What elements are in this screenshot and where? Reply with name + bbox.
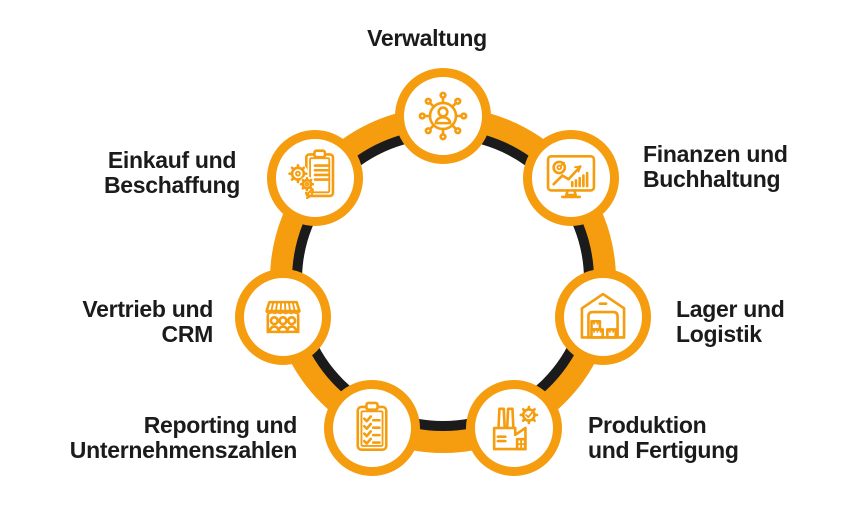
label-einkauf: Einkauf und Beschaffung <box>104 148 240 198</box>
label-line: Einkauf und <box>107 147 237 173</box>
node-finanzen <box>523 130 619 226</box>
label-line: Produktion <box>588 412 707 438</box>
label-lager: Lager und Logistik <box>676 296 785 347</box>
label-line: Beschaffung <box>104 172 240 198</box>
network-user-icon <box>418 91 468 141</box>
label-line: Finanzen und <box>643 141 788 167</box>
label-finanzen: Finanzen und Buchhaltung <box>643 142 788 192</box>
node-verwaltung <box>395 68 491 164</box>
label-vertrieb: Vertrieb und CRM <box>82 297 213 347</box>
node-vertrieb <box>235 269 331 365</box>
label-reporting: Reporting und Unternehmenszahlen <box>69 412 298 463</box>
label-line: Unternehmenszahlen <box>69 437 298 463</box>
label-produktion: Produktion und Fertigung <box>588 413 739 463</box>
label-line: CRM <box>161 321 214 347</box>
node-produktion <box>466 380 562 476</box>
clipboard-gears-icon <box>287 149 335 200</box>
label-line: Reporting und <box>143 412 298 438</box>
label-line: und Fertigung <box>588 437 739 463</box>
label-verwaltung: Verwaltung <box>367 26 487 51</box>
label-line: Vertrieb und <box>82 296 213 322</box>
node-einkauf <box>267 130 363 226</box>
node-lager <box>555 269 651 365</box>
label-line: Buchhaltung <box>643 166 781 192</box>
market-stand-customers-icon <box>265 300 301 334</box>
warehouse-icon <box>580 292 626 339</box>
clipboard-checklist-icon <box>356 401 388 452</box>
factory-quality-gear-icon <box>492 405 539 451</box>
label-line: Verwaltung <box>367 25 487 51</box>
label-line: Lager und <box>676 296 785 322</box>
label-line: Logistik <box>676 321 762 347</box>
monitor-analytics-icon <box>546 154 596 199</box>
node-reporting <box>324 380 420 476</box>
